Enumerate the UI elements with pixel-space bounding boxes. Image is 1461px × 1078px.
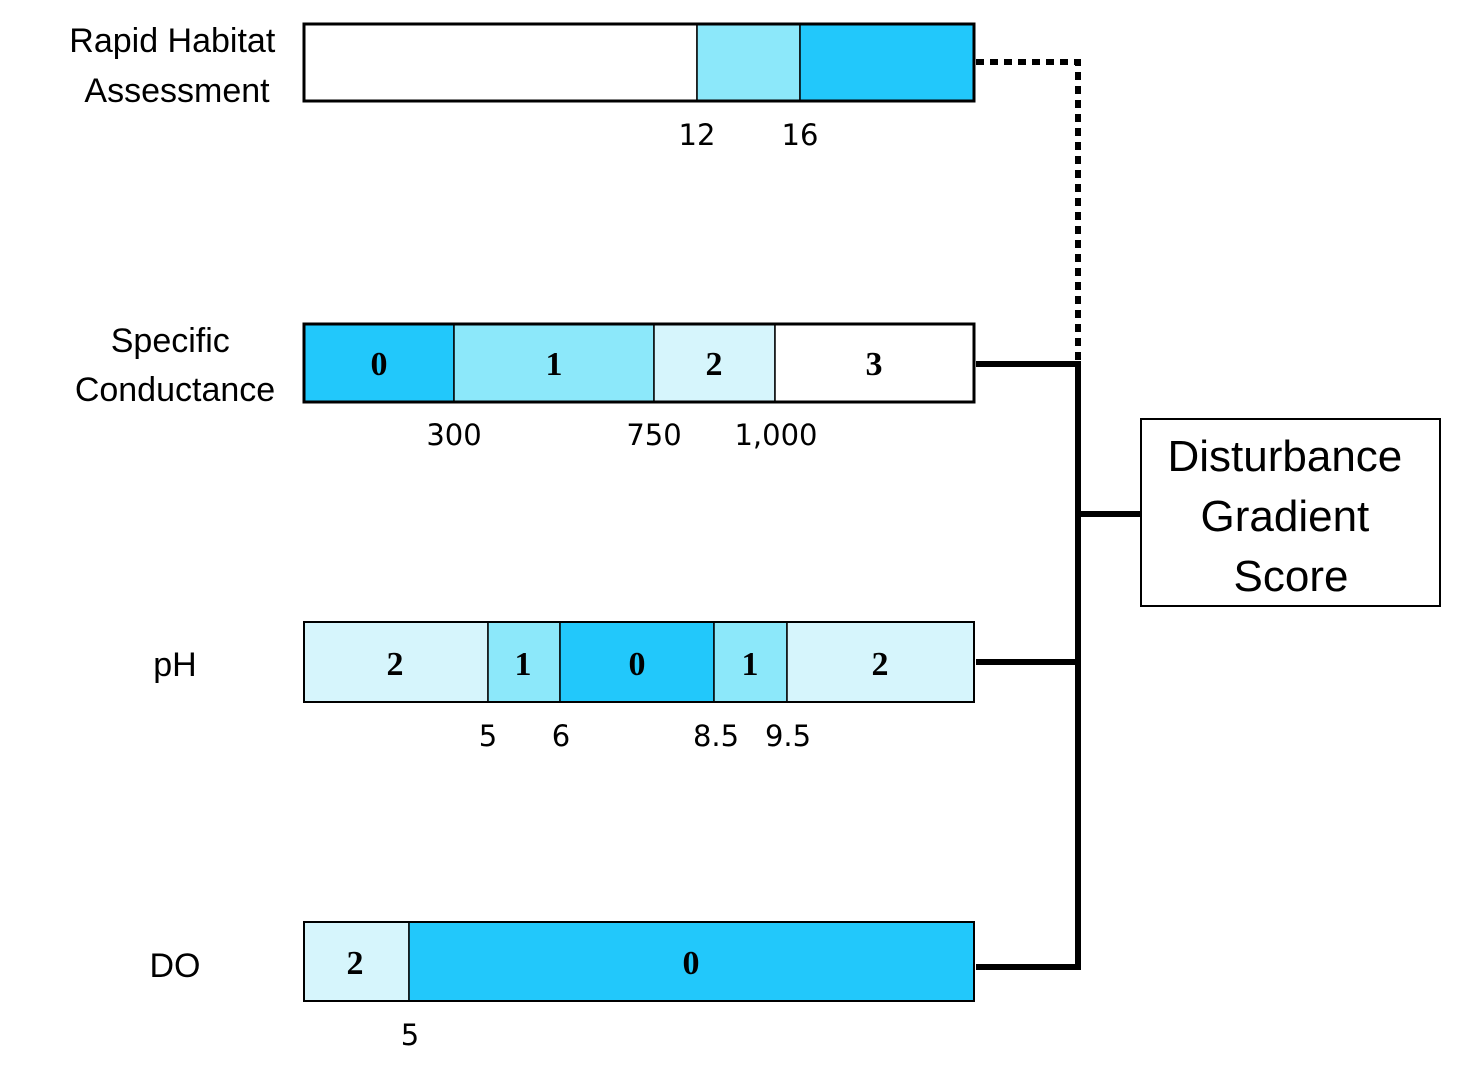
segment-score: 1 bbox=[742, 646, 759, 683]
breakpoint-label: 5 bbox=[401, 1018, 419, 1052]
breakpoint-label: 750 bbox=[626, 418, 681, 452]
segment-score: 1 bbox=[546, 346, 563, 383]
bar-segment bbox=[774, 323, 975, 403]
bar-segment bbox=[408, 921, 975, 1002]
segment-score: 2 bbox=[872, 646, 889, 683]
row-label: pH bbox=[153, 646, 196, 684]
row-rapid-habitat-assessment: Rapid Habitat Assessment 12 16 bbox=[69, 22, 976, 152]
bar-segment bbox=[303, 23, 698, 102]
breakpoint-label: 12 bbox=[679, 118, 716, 152]
breakpoint-label: 5 bbox=[479, 719, 497, 753]
output-label-line: Disturbance bbox=[1167, 432, 1402, 481]
row-label-line: DO bbox=[150, 947, 201, 985]
row-label: Rapid Habitat Assessment bbox=[69, 22, 284, 110]
dotted-connector bbox=[976, 59, 1081, 362]
segment-score: 3 bbox=[866, 346, 883, 383]
bar-segment bbox=[559, 621, 715, 703]
bar-segment bbox=[487, 621, 561, 703]
bar-segment bbox=[799, 23, 975, 102]
segment-score: 0 bbox=[371, 346, 388, 383]
breakpoint-label: 16 bbox=[782, 118, 819, 152]
segment-score: 2 bbox=[706, 346, 723, 383]
row-do: DO 2 0 5 bbox=[150, 921, 975, 1052]
score-bar bbox=[302, 22, 976, 103]
score-bar: 0 1 2 3 bbox=[302, 322, 976, 404]
output-label-line: Gradient bbox=[1201, 492, 1370, 541]
row-label-line: Assessment bbox=[84, 72, 270, 110]
bar-segment bbox=[453, 323, 655, 403]
output-label: Disturbance Gradient Score bbox=[1167, 432, 1414, 601]
connector-lines bbox=[976, 59, 1141, 970]
breakpoint-label: 9.5 bbox=[765, 719, 811, 753]
bar-outline bbox=[303, 921, 975, 1002]
breakpoint-label: 8.5 bbox=[693, 719, 739, 753]
bar-segment bbox=[696, 23, 801, 102]
bar-outline bbox=[302, 22, 976, 103]
row-label-line: pH bbox=[153, 646, 196, 684]
row-specific-conductance: Specific Conductance 0 1 2 3 300 750 1,0… bbox=[75, 322, 976, 452]
segment-score: 1 bbox=[515, 646, 532, 683]
row-label-line: Conductance bbox=[75, 371, 275, 409]
row-label-line: Rapid Habitat bbox=[69, 22, 276, 60]
segment-score: 0 bbox=[629, 646, 646, 683]
breakpoint-label: 1,000 bbox=[734, 418, 817, 452]
score-bar: 2 1 0 1 2 bbox=[303, 621, 975, 703]
bar-outline bbox=[303, 621, 975, 703]
segment-score: 0 bbox=[683, 945, 700, 982]
segment-score: 2 bbox=[347, 945, 364, 982]
row-label-line: Specific bbox=[111, 322, 230, 360]
breakpoint-label: 6 bbox=[552, 719, 570, 753]
output-box: Disturbance Gradient Score bbox=[1140, 418, 1441, 607]
segment-score: 2 bbox=[387, 646, 404, 683]
row-label: Specific Conductance bbox=[75, 322, 275, 409]
bar-outline bbox=[302, 322, 976, 404]
score-bar: 2 0 bbox=[303, 921, 975, 1002]
row-label: DO bbox=[150, 947, 201, 985]
output-label-line: Score bbox=[1234, 552, 1349, 601]
output-box-frame bbox=[1140, 418, 1441, 607]
breakpoint-label: 300 bbox=[426, 418, 481, 452]
row-ph: pH 2 1 0 1 2 5 6 8.5 9.5 bbox=[153, 621, 975, 753]
